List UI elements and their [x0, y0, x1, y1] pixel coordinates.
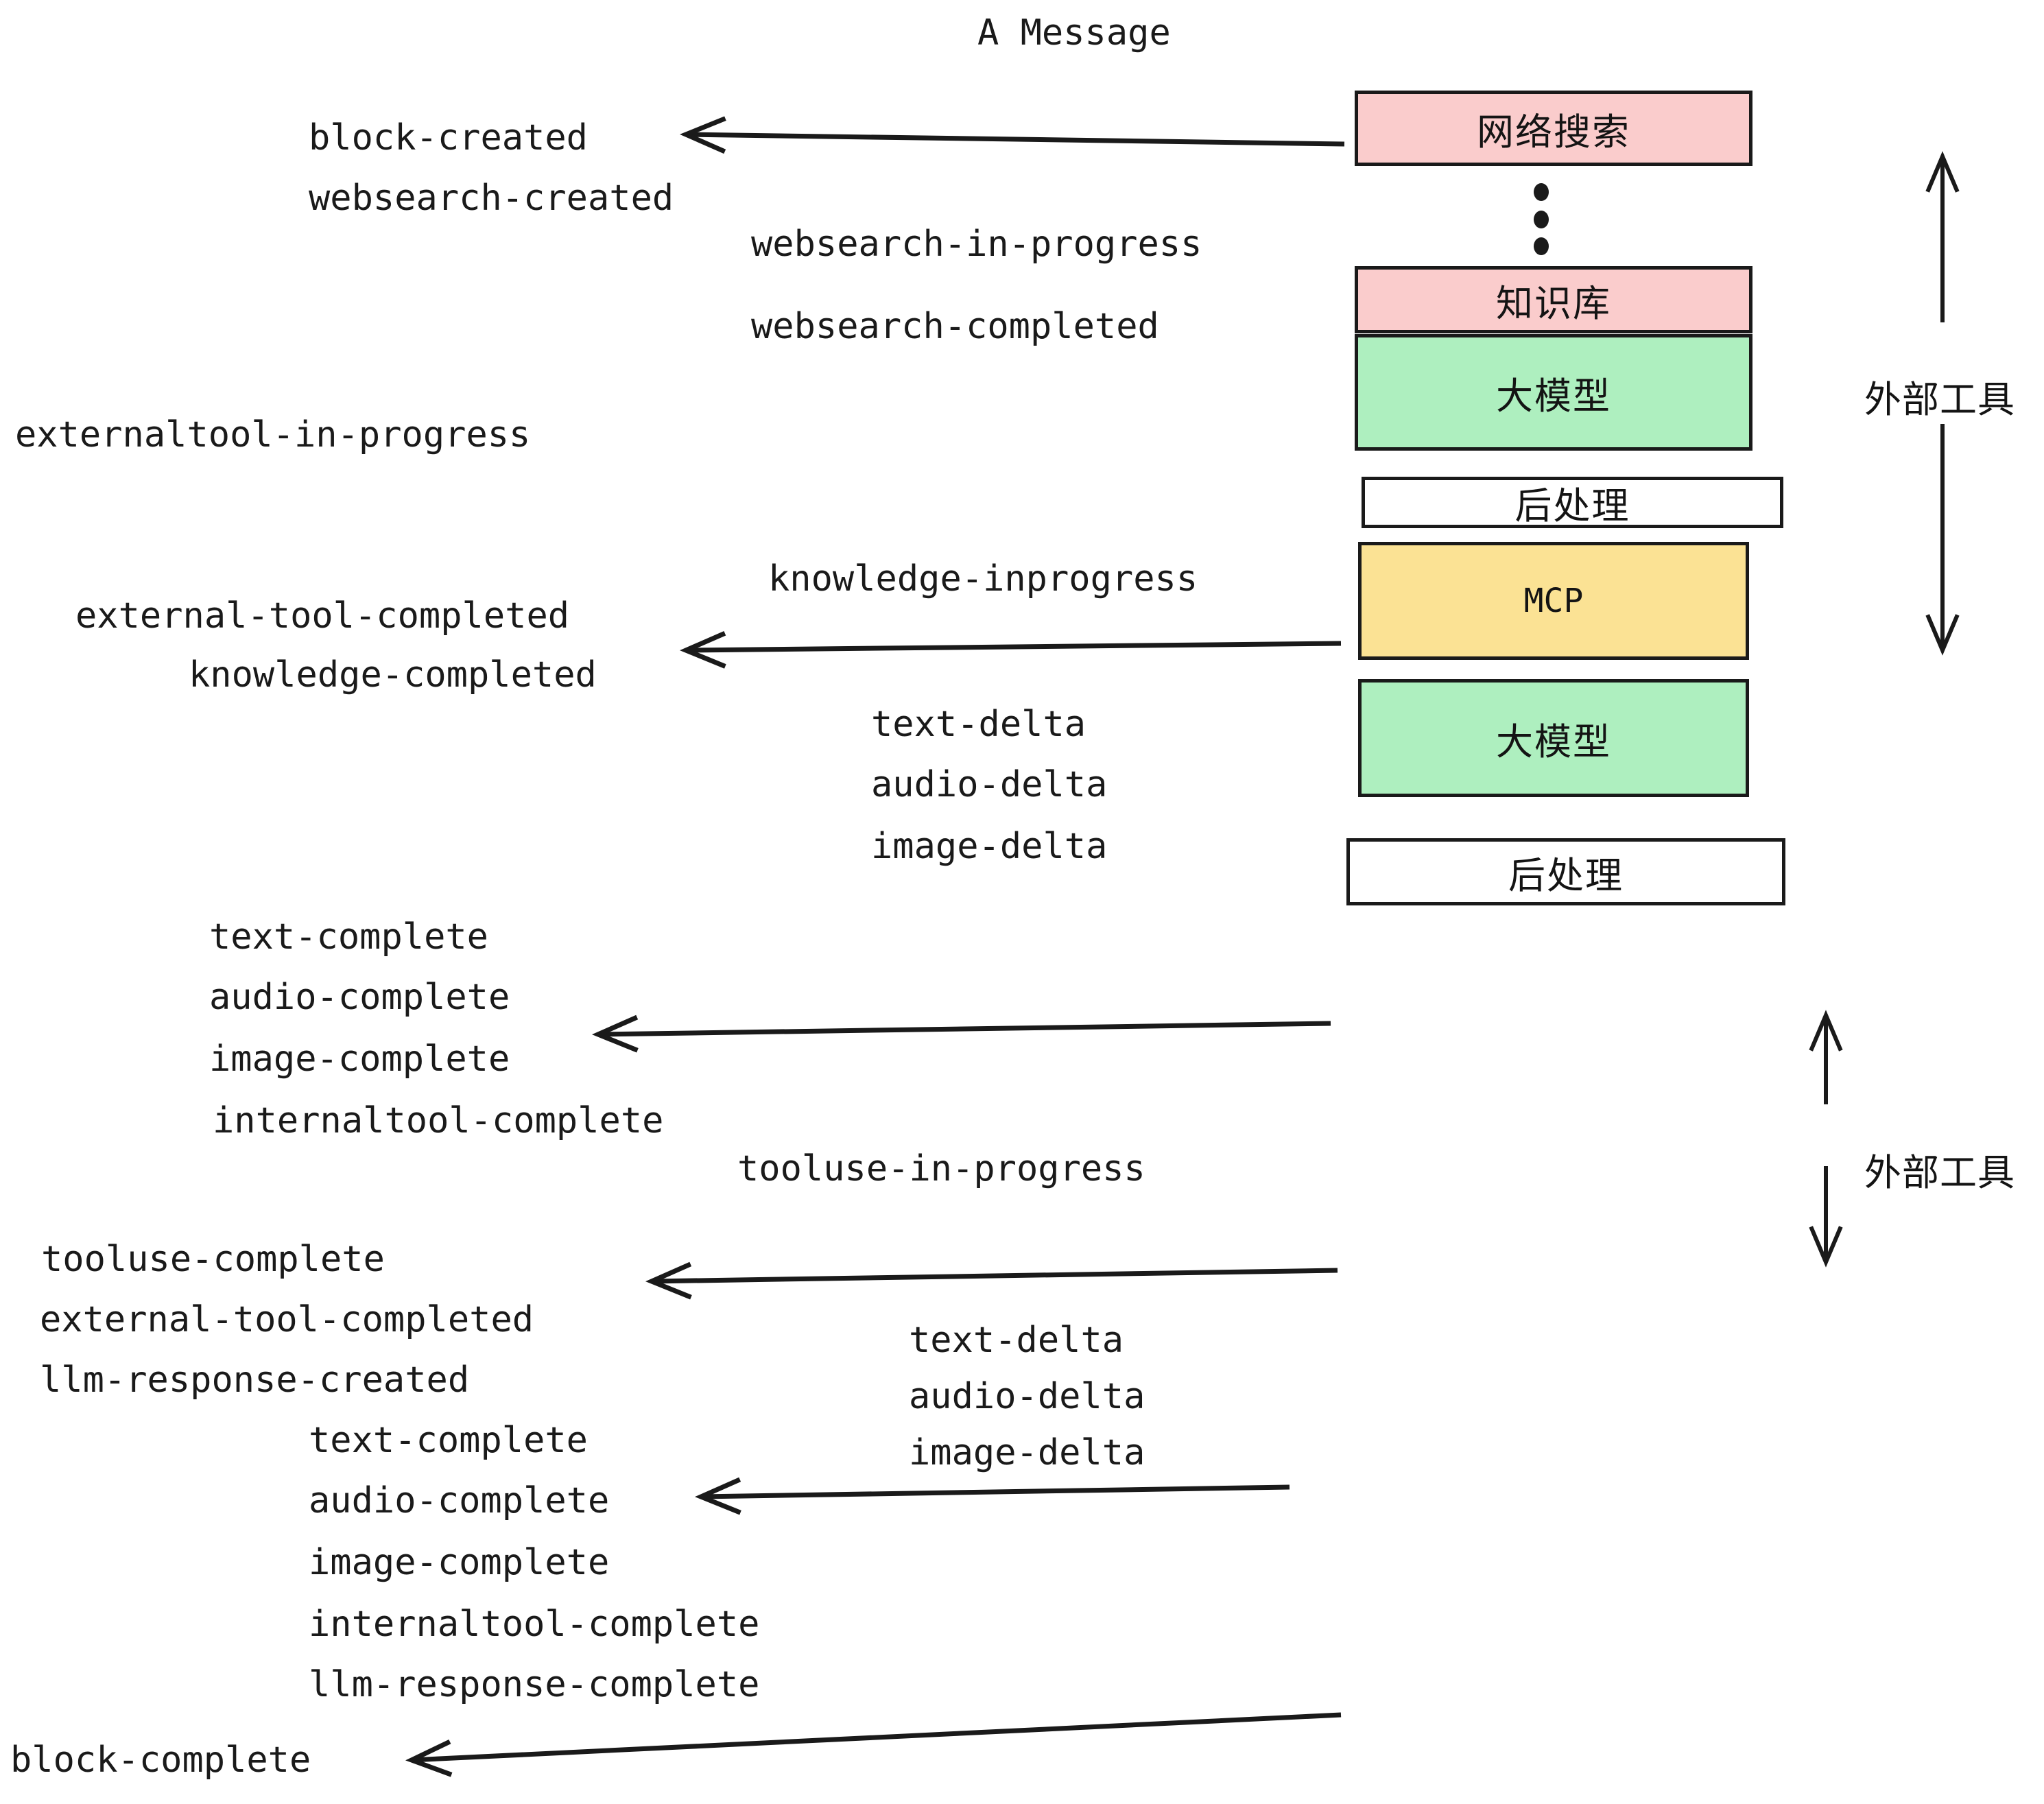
- process-box-websearch: 网络搜索: [1355, 91, 1752, 166]
- flow-arrow-head-arrow-image-complete: [592, 1014, 639, 1053]
- scope-arrow-head-scope-up-bottom: [1809, 1010, 1843, 1052]
- event-label-external-tool-completed-1: external-tool-completed: [75, 595, 570, 637]
- event-label-llm-response-created: llm-response-created: [40, 1360, 470, 1401]
- process-box-postproc-1: 后处理: [1362, 477, 1783, 528]
- page-title: A Message: [977, 12, 1171, 54]
- flow-arrow-head-arrow-block-complete: [405, 1739, 453, 1777]
- event-label-block-complete: block-complete: [10, 1740, 311, 1781]
- flow-arrow-head-arrow-tooluse-complete: [645, 1261, 692, 1300]
- flow-arrow-head-arrow-knowledge-done: [680, 631, 726, 669]
- side-annotation-external-tool-bottom: 外部工具: [1864, 1151, 2015, 1194]
- scope-arrow-head-scope-up-top: [1925, 151, 1960, 193]
- flow-arrow-line-arrow-block-complete: [411, 1712, 1342, 1763]
- event-label-text-complete-2: text-complete: [309, 1420, 588, 1461]
- ellipsis-dot: [1534, 183, 1549, 201]
- event-label-websearch-created: websearch-created: [309, 178, 674, 219]
- process-box-mcp: MCP: [1358, 542, 1749, 660]
- event-label-internaltool-complete-2: internaltool-complete: [309, 1604, 760, 1645]
- event-label-externaltool-in-progress: externaltool-in-progress: [15, 414, 531, 455]
- event-label-audio-delta-2: audio-delta: [909, 1376, 1145, 1417]
- flow-arrow-line-arrow-tooluse-complete: [651, 1268, 1338, 1284]
- event-label-websearch-completed: websearch-completed: [751, 306, 1159, 347]
- flow-arrow-line-arrow-block-created: [685, 132, 1345, 147]
- event-label-block-created: block-created: [309, 117, 588, 158]
- ellipsis-dot: [1534, 211, 1549, 228]
- event-label-knowledge-completed: knowledge-completed: [189, 654, 597, 696]
- flow-arrow-line-arrow-image-complete: [597, 1021, 1331, 1037]
- event-label-tooluse-complete: tooluse-complete: [41, 1239, 385, 1280]
- scope-arrows-group: [1809, 151, 1960, 1268]
- process-box-knowledge: 知识库: [1355, 266, 1752, 333]
- event-label-image-complete-1: image-complete: [209, 1039, 510, 1080]
- event-label-knowledge-inprogress: knowledge-inprogress: [768, 558, 1198, 600]
- event-label-image-delta-2: image-delta: [909, 1432, 1145, 1473]
- event-label-audio-complete-1: audio-complete: [209, 977, 510, 1018]
- process-box-llm-2: 大模型: [1358, 679, 1749, 797]
- event-label-image-complete-2: image-complete: [309, 1542, 610, 1583]
- side-annotation-external-tool-top: 外部工具: [1864, 378, 2015, 421]
- event-label-image-delta-1: image-delta: [871, 826, 1108, 867]
- ellipsis-dot: [1534, 237, 1549, 255]
- scope-arrow-head-scope-down-bottom: [1809, 1226, 1843, 1268]
- event-label-websearch-in-progress: websearch-in-progress: [751, 224, 1202, 265]
- event-label-text-delta-2: text-delta: [909, 1320, 1124, 1361]
- event-label-external-tool-completed-2: external-tool-completed: [40, 1299, 534, 1340]
- scope-arrow-head-scope-down-top: [1925, 614, 1960, 656]
- event-label-tooluse-in-progress: tooluse-in-progress: [737, 1148, 1145, 1189]
- flow-arrow-line-arrow-audio-complete: [700, 1484, 1290, 1499]
- event-label-text-delta-1: text-delta: [871, 704, 1086, 745]
- flow-arrow-head-arrow-block-created: [680, 116, 726, 154]
- flow-arrow-line-arrow-knowledge-done: [685, 641, 1342, 653]
- process-box-postproc-2: 后处理: [1346, 838, 1785, 905]
- event-label-text-complete-1: text-complete: [209, 916, 488, 958]
- event-label-llm-response-complete: llm-response-complete: [309, 1664, 760, 1705]
- event-label-internaltool-complete-1: internaltool-complete: [213, 1100, 664, 1141]
- flow-arrows-group: [405, 116, 1345, 1777]
- process-box-llm-1: 大模型: [1355, 334, 1752, 451]
- event-label-audio-complete-2: audio-complete: [309, 1480, 610, 1521]
- event-label-audio-delta-1: audio-delta: [871, 764, 1108, 805]
- flow-arrow-head-arrow-audio-complete: [695, 1477, 741, 1515]
